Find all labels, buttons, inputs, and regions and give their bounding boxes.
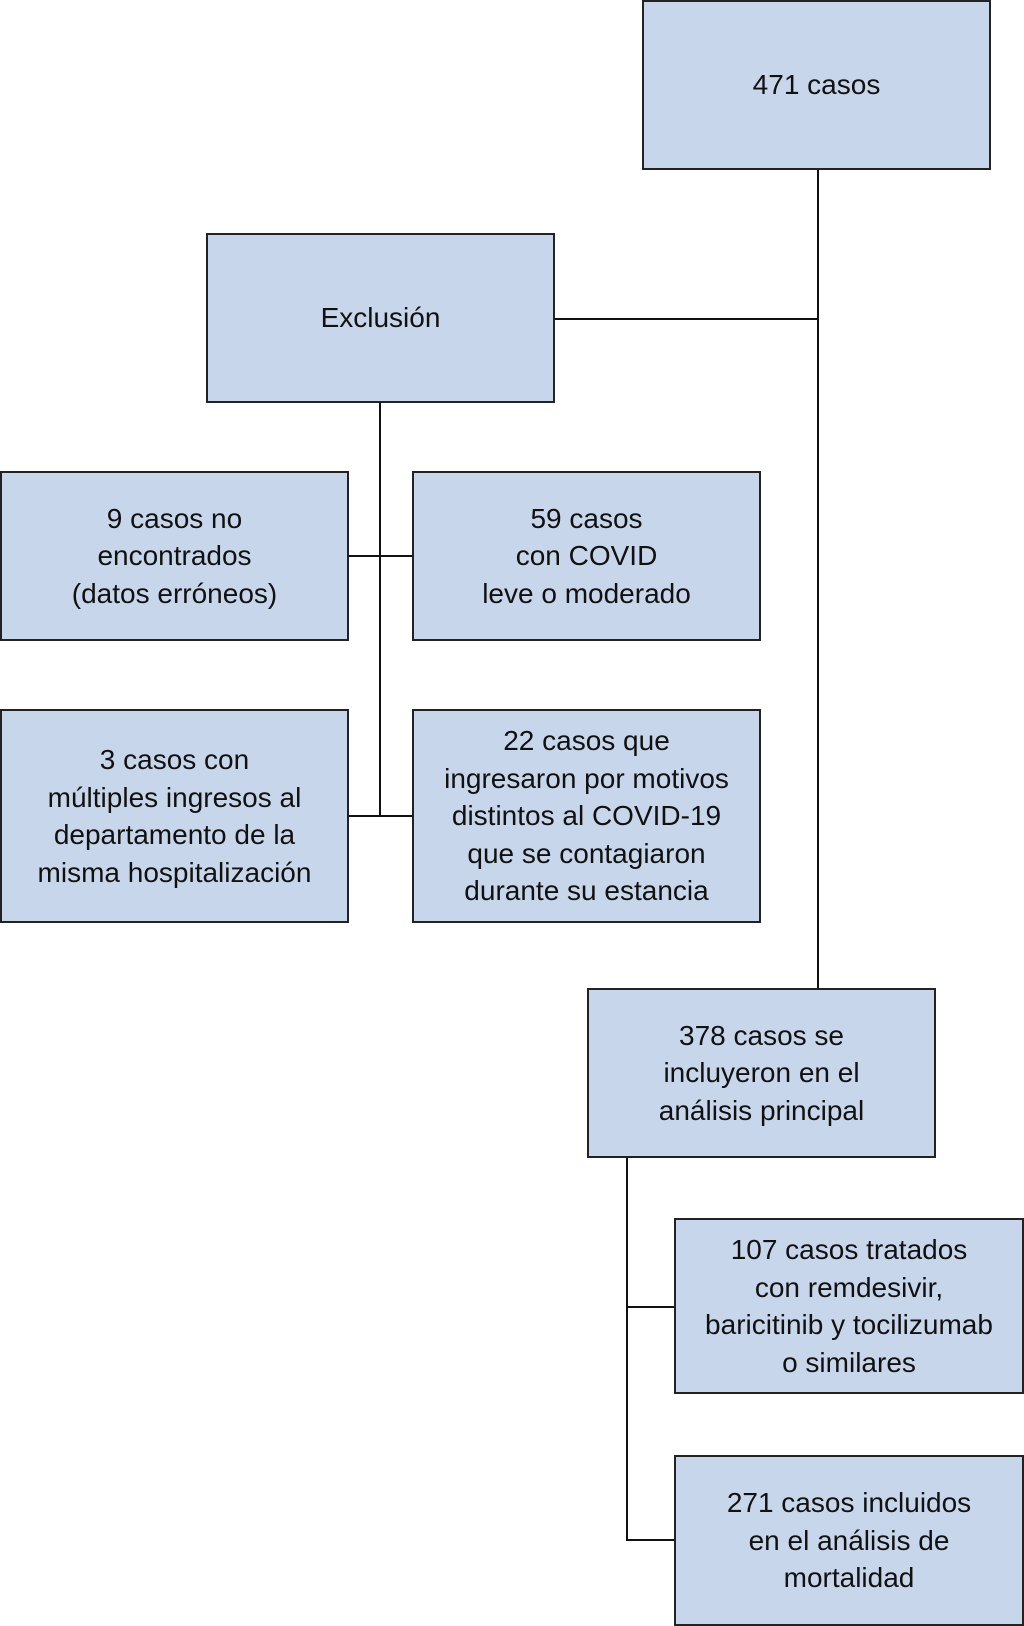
- total-cases-label: 471 casos: [752, 69, 881, 101]
- connector-subgroup-2: [626, 1539, 676, 1541]
- included-main-analysis-label: 378 casos se incluyeron en el análisis p…: [658, 1019, 865, 1126]
- connector-main-vertical: [817, 169, 819, 989]
- excluded-not-found-box: 9 casos no encontrados (datos erróneos): [0, 471, 349, 641]
- exclusion-box: Exclusión: [206, 233, 555, 403]
- connector-exclusion-vertical: [379, 403, 381, 817]
- subgroup-mortality-box: 271 casos incluidos en el análisis de mo…: [674, 1455, 1024, 1626]
- included-main-analysis-box: 378 casos se incluyeron en el análisis p…: [587, 988, 936, 1158]
- exclusion-label: Exclusión: [320, 302, 441, 334]
- excluded-not-found-label: 9 casos no encontrados (datos erróneos): [71, 502, 278, 609]
- excluded-mild-covid-label: 59 casos con COVID leve o moderado: [482, 502, 691, 609]
- connector-excluded-row2: [348, 815, 414, 817]
- excluded-multiple-admissions-box: 3 casos con múltiples ingresos al depart…: [0, 709, 349, 923]
- subgroup-treated-label: 107 casos tratados con remdesivir, baric…: [705, 1234, 993, 1378]
- connector-subgroup-1: [626, 1306, 676, 1308]
- connector-excluded-row1: [348, 555, 414, 557]
- subgroup-mortality-label: 271 casos incluidos en el análisis de mo…: [726, 1487, 972, 1594]
- total-cases-box: 471 casos: [642, 0, 991, 170]
- excluded-mild-covid-box: 59 casos con COVID leve o moderado: [412, 471, 761, 641]
- excluded-nosocomial-label: 22 casos que ingresaron por motivos dist…: [444, 725, 729, 907]
- subgroup-treated-box: 107 casos tratados con remdesivir, baric…: [674, 1218, 1024, 1394]
- connector-exclusion-horizontal: [554, 318, 819, 320]
- excluded-nosocomial-box: 22 casos que ingresaron por motivos dist…: [412, 709, 761, 923]
- excluded-multiple-admissions-label: 3 casos con múltiples ingresos al depart…: [37, 744, 312, 888]
- connector-included-vertical: [626, 1157, 628, 1540]
